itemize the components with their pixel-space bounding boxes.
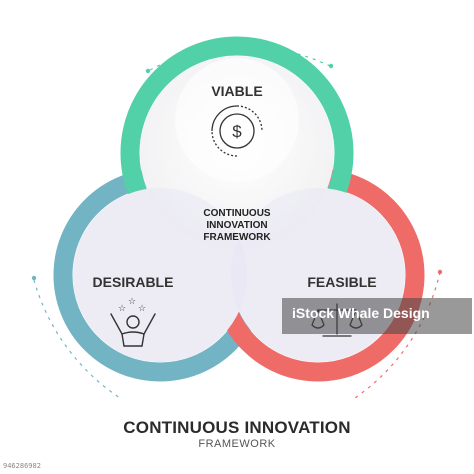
svg-text:☆: ☆	[118, 303, 126, 313]
center-label-line3: FRAMEWORK	[203, 232, 271, 243]
circle-label-desirable: DESIRABLE	[93, 274, 174, 290]
svg-text:$: $	[232, 122, 242, 141]
dollar-coin-icon: $	[211, 105, 263, 157]
circle-label-feasible: FEASIBLE	[307, 274, 376, 290]
happy-person-stars-icon: ☆ ☆ ☆	[110, 296, 156, 347]
page-title: CONTINUOUS INNOVATION	[123, 418, 351, 437]
page-subtitle: FRAMEWORK	[198, 438, 276, 450]
outer-dashed-ring	[33, 45, 441, 401]
watermark-text: iStock Whale Design	[292, 305, 430, 321]
circle-label-viable: VIABLE	[211, 83, 262, 99]
center-label-line2: INNOVATION	[206, 220, 267, 231]
svg-text:☆: ☆	[138, 303, 146, 313]
center-label-line1: CONTINUOUS	[203, 208, 271, 219]
svg-text:☆: ☆	[128, 296, 136, 306]
arrow-dots	[31, 63, 443, 281]
image-id: 946286982	[3, 462, 41, 470]
watermark-bar	[282, 298, 472, 334]
viable-top-fill	[175, 58, 299, 182]
